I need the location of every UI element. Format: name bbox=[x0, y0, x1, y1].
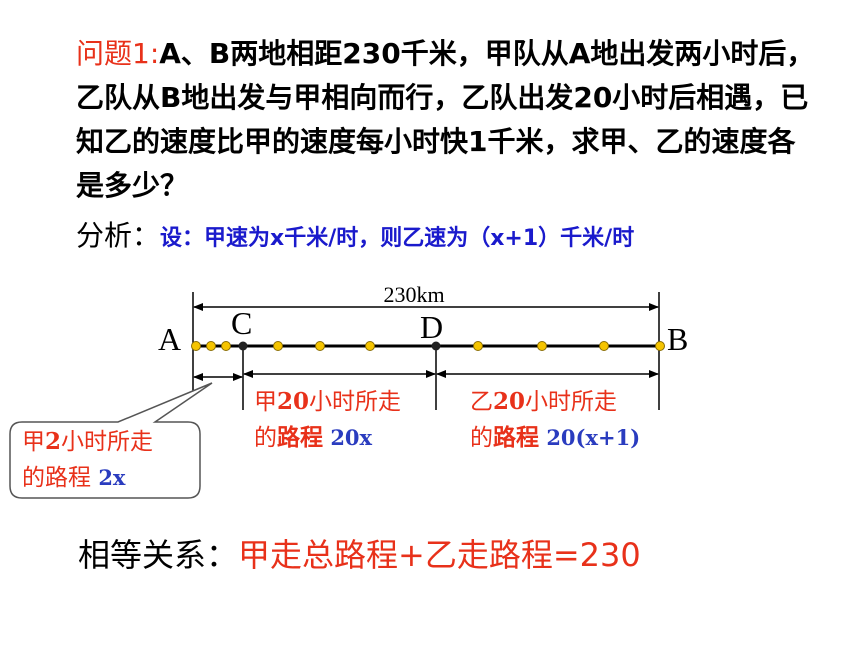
point-c-marker bbox=[238, 341, 248, 351]
jia-2h-label: 甲2小时所走 的路程 2x bbox=[22, 424, 153, 496]
jia-20h-walked: 小时所走 bbox=[309, 389, 402, 415]
route-dot bbox=[273, 341, 283, 351]
point-a-label: A bbox=[158, 321, 181, 357]
yi-20h-hours: 20 bbox=[493, 388, 526, 415]
yi-20h-walked: 小时所走 bbox=[525, 389, 618, 415]
route-dot bbox=[315, 341, 325, 351]
yi-20h-of: 的 bbox=[470, 425, 493, 451]
route-dot bbox=[206, 341, 216, 351]
callout-box bbox=[9, 382, 213, 499]
route-dot bbox=[599, 341, 609, 351]
jia-20h-label: 甲20小时所走 的路程 20x bbox=[254, 384, 401, 456]
relation-label: 相等关系： bbox=[78, 536, 239, 574]
yi-20h-who: 乙 bbox=[470, 389, 493, 415]
yi-20h-distance-word: 路程 bbox=[493, 424, 539, 451]
route-dot bbox=[191, 341, 201, 351]
jia-2h-walked: 小时所走 bbox=[61, 429, 154, 455]
point-c-label: C bbox=[231, 305, 252, 341]
point-b-label: B bbox=[667, 321, 688, 357]
jia-20h-who: 甲 bbox=[254, 389, 277, 415]
yi-20h-line2: 的路程 20(x+1) bbox=[470, 420, 640, 456]
analysis-text: 设：甲速为x千米/时，则乙速为（x+1）千米/时 bbox=[160, 226, 635, 251]
route-dots bbox=[191, 341, 665, 351]
yi-20h-label: 乙20小时所走 的路程 20(x+1) bbox=[470, 384, 640, 456]
jia-2h-who: 甲 bbox=[22, 429, 45, 455]
jia-2h-hours: 2 bbox=[45, 428, 62, 455]
jia-20h-line1: 甲20小时所走 bbox=[254, 384, 401, 420]
jia-20h-distance-word: 路程 bbox=[277, 424, 323, 451]
jia-20h-line2: 的路程 20x bbox=[254, 420, 401, 456]
route-dot bbox=[473, 341, 483, 351]
problem-label: 问题1: bbox=[76, 37, 160, 70]
equality-relation: 相等关系：甲走总路程+乙走路程=230 bbox=[78, 530, 641, 576]
jia-2h-line2: 的路程 2x bbox=[22, 460, 153, 496]
problem-text: A、B两地相距230千米，甲队从A地出发两小时后，乙队从B地出发与甲相向而行，乙… bbox=[76, 37, 815, 202]
yi-20h-line1: 乙20小时所走 bbox=[470, 384, 640, 420]
jia-2h-expr: 2x bbox=[98, 465, 126, 490]
point-d-label: D bbox=[420, 309, 443, 345]
jia-2h-line1: 甲2小时所走 bbox=[22, 424, 153, 460]
problem-statement: 问题1:A、B两地相距230千米，甲队从A地出发两小时后，乙队从B地出发与甲相向… bbox=[76, 32, 816, 208]
route-dot bbox=[221, 341, 231, 351]
point-d-marker bbox=[431, 341, 441, 351]
route-dot bbox=[365, 341, 375, 351]
jia-20h-expr: 20x bbox=[330, 425, 373, 450]
analysis-line: 分析：设：甲速为x千米/时，则乙速为（x+1）千米/时 bbox=[76, 214, 634, 254]
jia-2h-distance-word: 的路程 bbox=[22, 465, 91, 491]
relation-text: 甲走总路程+乙走路程=230 bbox=[238, 536, 641, 574]
route-dot bbox=[655, 341, 665, 351]
jia-20h-of: 的 bbox=[254, 425, 277, 451]
yi-20h-expr: 20(x+1) bbox=[546, 425, 641, 450]
route-dot bbox=[537, 341, 547, 351]
jia-20h-hours: 20 bbox=[277, 388, 310, 415]
analysis-label: 分析： bbox=[76, 219, 161, 252]
total-distance-label: 230km bbox=[383, 282, 444, 307]
